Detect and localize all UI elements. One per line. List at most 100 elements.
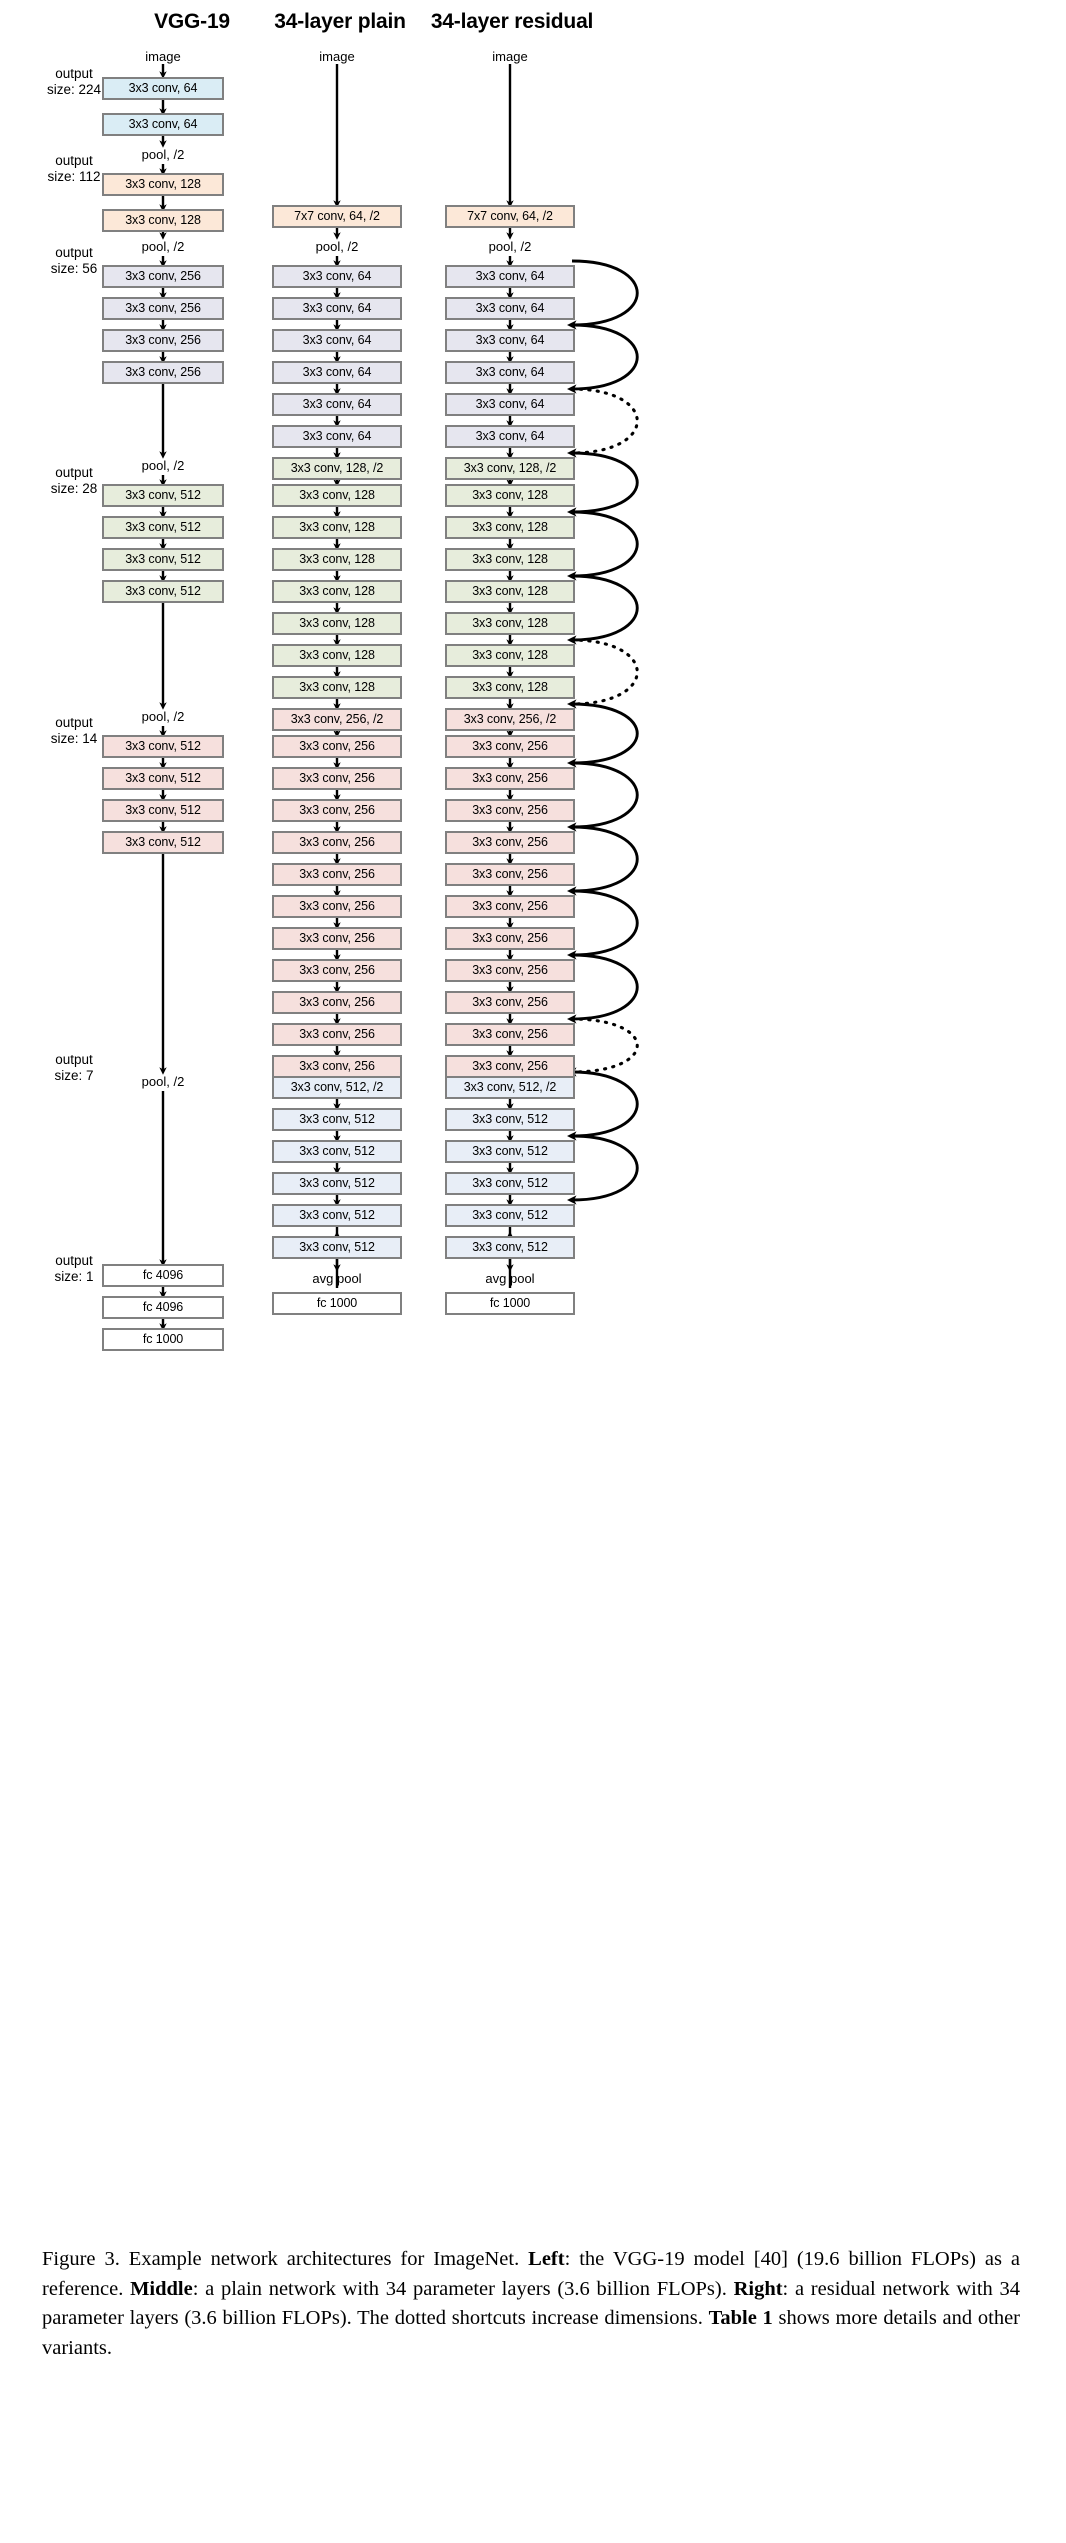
identity-shortcut-13 <box>567 1070 639 1141</box>
output-size-label-7: output size: 7 <box>28 1052 120 1084</box>
vgg-layer-box-15: 3x3 conv, 512 <box>102 831 224 854</box>
residual-layer-box-17: 3x3 conv, 256 <box>445 767 575 790</box>
plain-layer-box-10: 3x3 conv, 128 <box>272 548 402 571</box>
plain-layer-box-30: 3x3 conv, 512 <box>272 1172 402 1195</box>
vgg-pool-label-0: pool, /2 <box>141 147 185 162</box>
output-size-line2: size: 224 <box>46 82 102 97</box>
residual-layer-box-29: 3x3 conv, 512 <box>445 1140 575 1163</box>
output-size-line2: size: 112 <box>47 169 101 184</box>
output-size-line1: output <box>55 66 93 81</box>
vgg-layer-box-9: 3x3 conv, 512 <box>102 516 224 539</box>
residual-layer-box-4: 3x3 conv, 64 <box>445 361 575 384</box>
vgg-layer-box-16: fc 4096 <box>102 1264 224 1287</box>
figure-caption: Figure 3. Example network architectures … <box>42 2245 1020 2363</box>
plain-layer-box-24: 3x3 conv, 256 <box>272 991 402 1014</box>
output-size-line2: size: 7 <box>54 1068 94 1083</box>
plain-layer-box-15: 3x3 conv, 256, /2 <box>272 708 402 731</box>
vgg-pool-label-3: pool, /2 <box>141 709 185 724</box>
vgg-pool-label-4: pool, /2 <box>141 1074 185 1089</box>
residual-avgpool-label: avg pool <box>485 1271 535 1286</box>
plain-layer-box-17: 3x3 conv, 256 <box>272 767 402 790</box>
vgg-pool-label-1: pool, /2 <box>141 239 185 254</box>
vgg-layer-box-8: 3x3 conv, 512 <box>102 484 224 507</box>
plain-layer-box-3: 3x3 conv, 64 <box>272 329 402 352</box>
vgg-layer-box-10: 3x3 conv, 512 <box>102 548 224 571</box>
output-size-line2: size: 1 <box>54 1269 94 1284</box>
dotted-shortcut-2 <box>567 387 639 458</box>
plain-input-label: image <box>319 49 355 64</box>
residual-layer-box-28: 3x3 conv, 512 <box>445 1108 575 1131</box>
residual-layer-box-33: fc 1000 <box>445 1292 575 1315</box>
residual-layer-box-32: 3x3 conv, 512 <box>445 1236 575 1259</box>
residual-input-label: image <box>492 49 528 64</box>
plain-layer-box-23: 3x3 conv, 256 <box>272 959 402 982</box>
residual-layer-box-16: 3x3 conv, 256 <box>445 735 575 758</box>
residual-layer-box-31: 3x3 conv, 512 <box>445 1204 575 1227</box>
plain-layer-box-26: 3x3 conv, 256 <box>272 1055 402 1078</box>
identity-shortcut-11 <box>567 953 639 1024</box>
plain-layer-box-14: 3x3 conv, 128 <box>272 676 402 699</box>
vgg-layer-box-5: 3x3 conv, 256 <box>102 297 224 320</box>
output-size-line1: output <box>55 715 93 730</box>
vgg-layer-box-7: 3x3 conv, 256 <box>102 361 224 384</box>
output-size-line1: output <box>55 245 93 260</box>
plain-layer-box-21: 3x3 conv, 256 <box>272 895 402 918</box>
plain-pool-label: pool, /2 <box>315 239 359 254</box>
output-size-label-224: output size: 224 <box>28 66 120 98</box>
residual-layer-box-5: 3x3 conv, 64 <box>445 393 575 416</box>
identity-shortcut-1 <box>567 323 639 394</box>
plain-layer-box-29: 3x3 conv, 512 <box>272 1140 402 1163</box>
identity-shortcut-10 <box>567 889 639 960</box>
output-size-label-14: output size: 14 <box>28 715 120 747</box>
residual-layer-box-11: 3x3 conv, 128 <box>445 580 575 603</box>
residual-layer-box-7: 3x3 conv, 128, /2 <box>445 457 575 480</box>
residual-layer-box-26: 3x3 conv, 256 <box>445 1055 575 1078</box>
vgg-layer-box-12: 3x3 conv, 512 <box>102 735 224 758</box>
vgg-layer-box-3: 3x3 conv, 128 <box>102 209 224 232</box>
residual-layer-box-27: 3x3 conv, 512, /2 <box>445 1076 575 1099</box>
plain-layer-box-9: 3x3 conv, 128 <box>272 516 402 539</box>
vgg-layer-box-2: 3x3 conv, 128 <box>102 173 224 196</box>
plain-layer-box-16: 3x3 conv, 256 <box>272 735 402 758</box>
identity-shortcut-8 <box>567 761 639 832</box>
plain-layer-box-7: 3x3 conv, 128, /2 <box>272 457 402 480</box>
residual-layer-box-19: 3x3 conv, 256 <box>445 831 575 854</box>
residual-layer-box-18: 3x3 conv, 256 <box>445 799 575 822</box>
caption-text-4: : a residual network with 34 parameter l… <box>42 2277 1020 2330</box>
residual-layer-box-20: 3x3 conv, 256 <box>445 863 575 886</box>
residual-layer-box-25: 3x3 conv, 256 <box>445 1023 575 1046</box>
output-size-line1: output <box>55 153 93 168</box>
plain-layer-box-11: 3x3 conv, 128 <box>272 580 402 603</box>
residual-layer-box-15: 3x3 conv, 256, /2 <box>445 708 575 731</box>
plain-layer-box-6: 3x3 conv, 64 <box>272 425 402 448</box>
vgg-input-label: image <box>145 49 181 64</box>
residual-layer-box-24: 3x3 conv, 256 <box>445 991 575 1014</box>
caption-text-3: : a plain network with 34 parameter laye… <box>192 2277 734 2300</box>
vgg-layer-box-17: fc 4096 <box>102 1296 224 1319</box>
vgg-layer-box-18: fc 1000 <box>102 1328 224 1351</box>
residual-layer-box-23: 3x3 conv, 256 <box>445 959 575 982</box>
identity-shortcut-14 <box>567 1134 639 1205</box>
output-size-line2: size: 56 <box>50 261 98 276</box>
residual-layer-box-2: 3x3 conv, 64 <box>445 297 575 320</box>
caption-bold-middle: Middle <box>130 2277 193 2300</box>
plain-layer-box-25: 3x3 conv, 256 <box>272 1023 402 1046</box>
column-title-vgg19: VGG-19 <box>154 10 230 33</box>
residual-layer-box-12: 3x3 conv, 128 <box>445 612 575 635</box>
plain-layer-box-13: 3x3 conv, 128 <box>272 644 402 667</box>
plain-layer-box-5: 3x3 conv, 64 <box>272 393 402 416</box>
plain-layer-box-33: fc 1000 <box>272 1292 402 1315</box>
vgg-layer-box-13: 3x3 conv, 512 <box>102 767 224 790</box>
column-title-plain: 34-layer plain <box>274 10 406 33</box>
caption-bold-table1: Table 1 <box>708 2307 773 2329</box>
identity-shortcut-5 <box>567 574 639 645</box>
plain-layer-box-12: 3x3 conv, 128 <box>272 612 402 635</box>
identity-shortcut-4 <box>567 510 639 581</box>
residual-pool-label: pool, /2 <box>488 239 532 254</box>
output-size-label-1: output size: 1 <box>28 1253 120 1285</box>
vgg-layer-box-11: 3x3 conv, 512 <box>102 580 224 603</box>
residual-layer-box-8: 3x3 conv, 128 <box>445 484 575 507</box>
vgg-layer-box-14: 3x3 conv, 512 <box>102 799 224 822</box>
caption-text-1: Figure 3. Example network architectures … <box>42 2248 529 2270</box>
dotted-shortcut-6 <box>567 638 639 709</box>
